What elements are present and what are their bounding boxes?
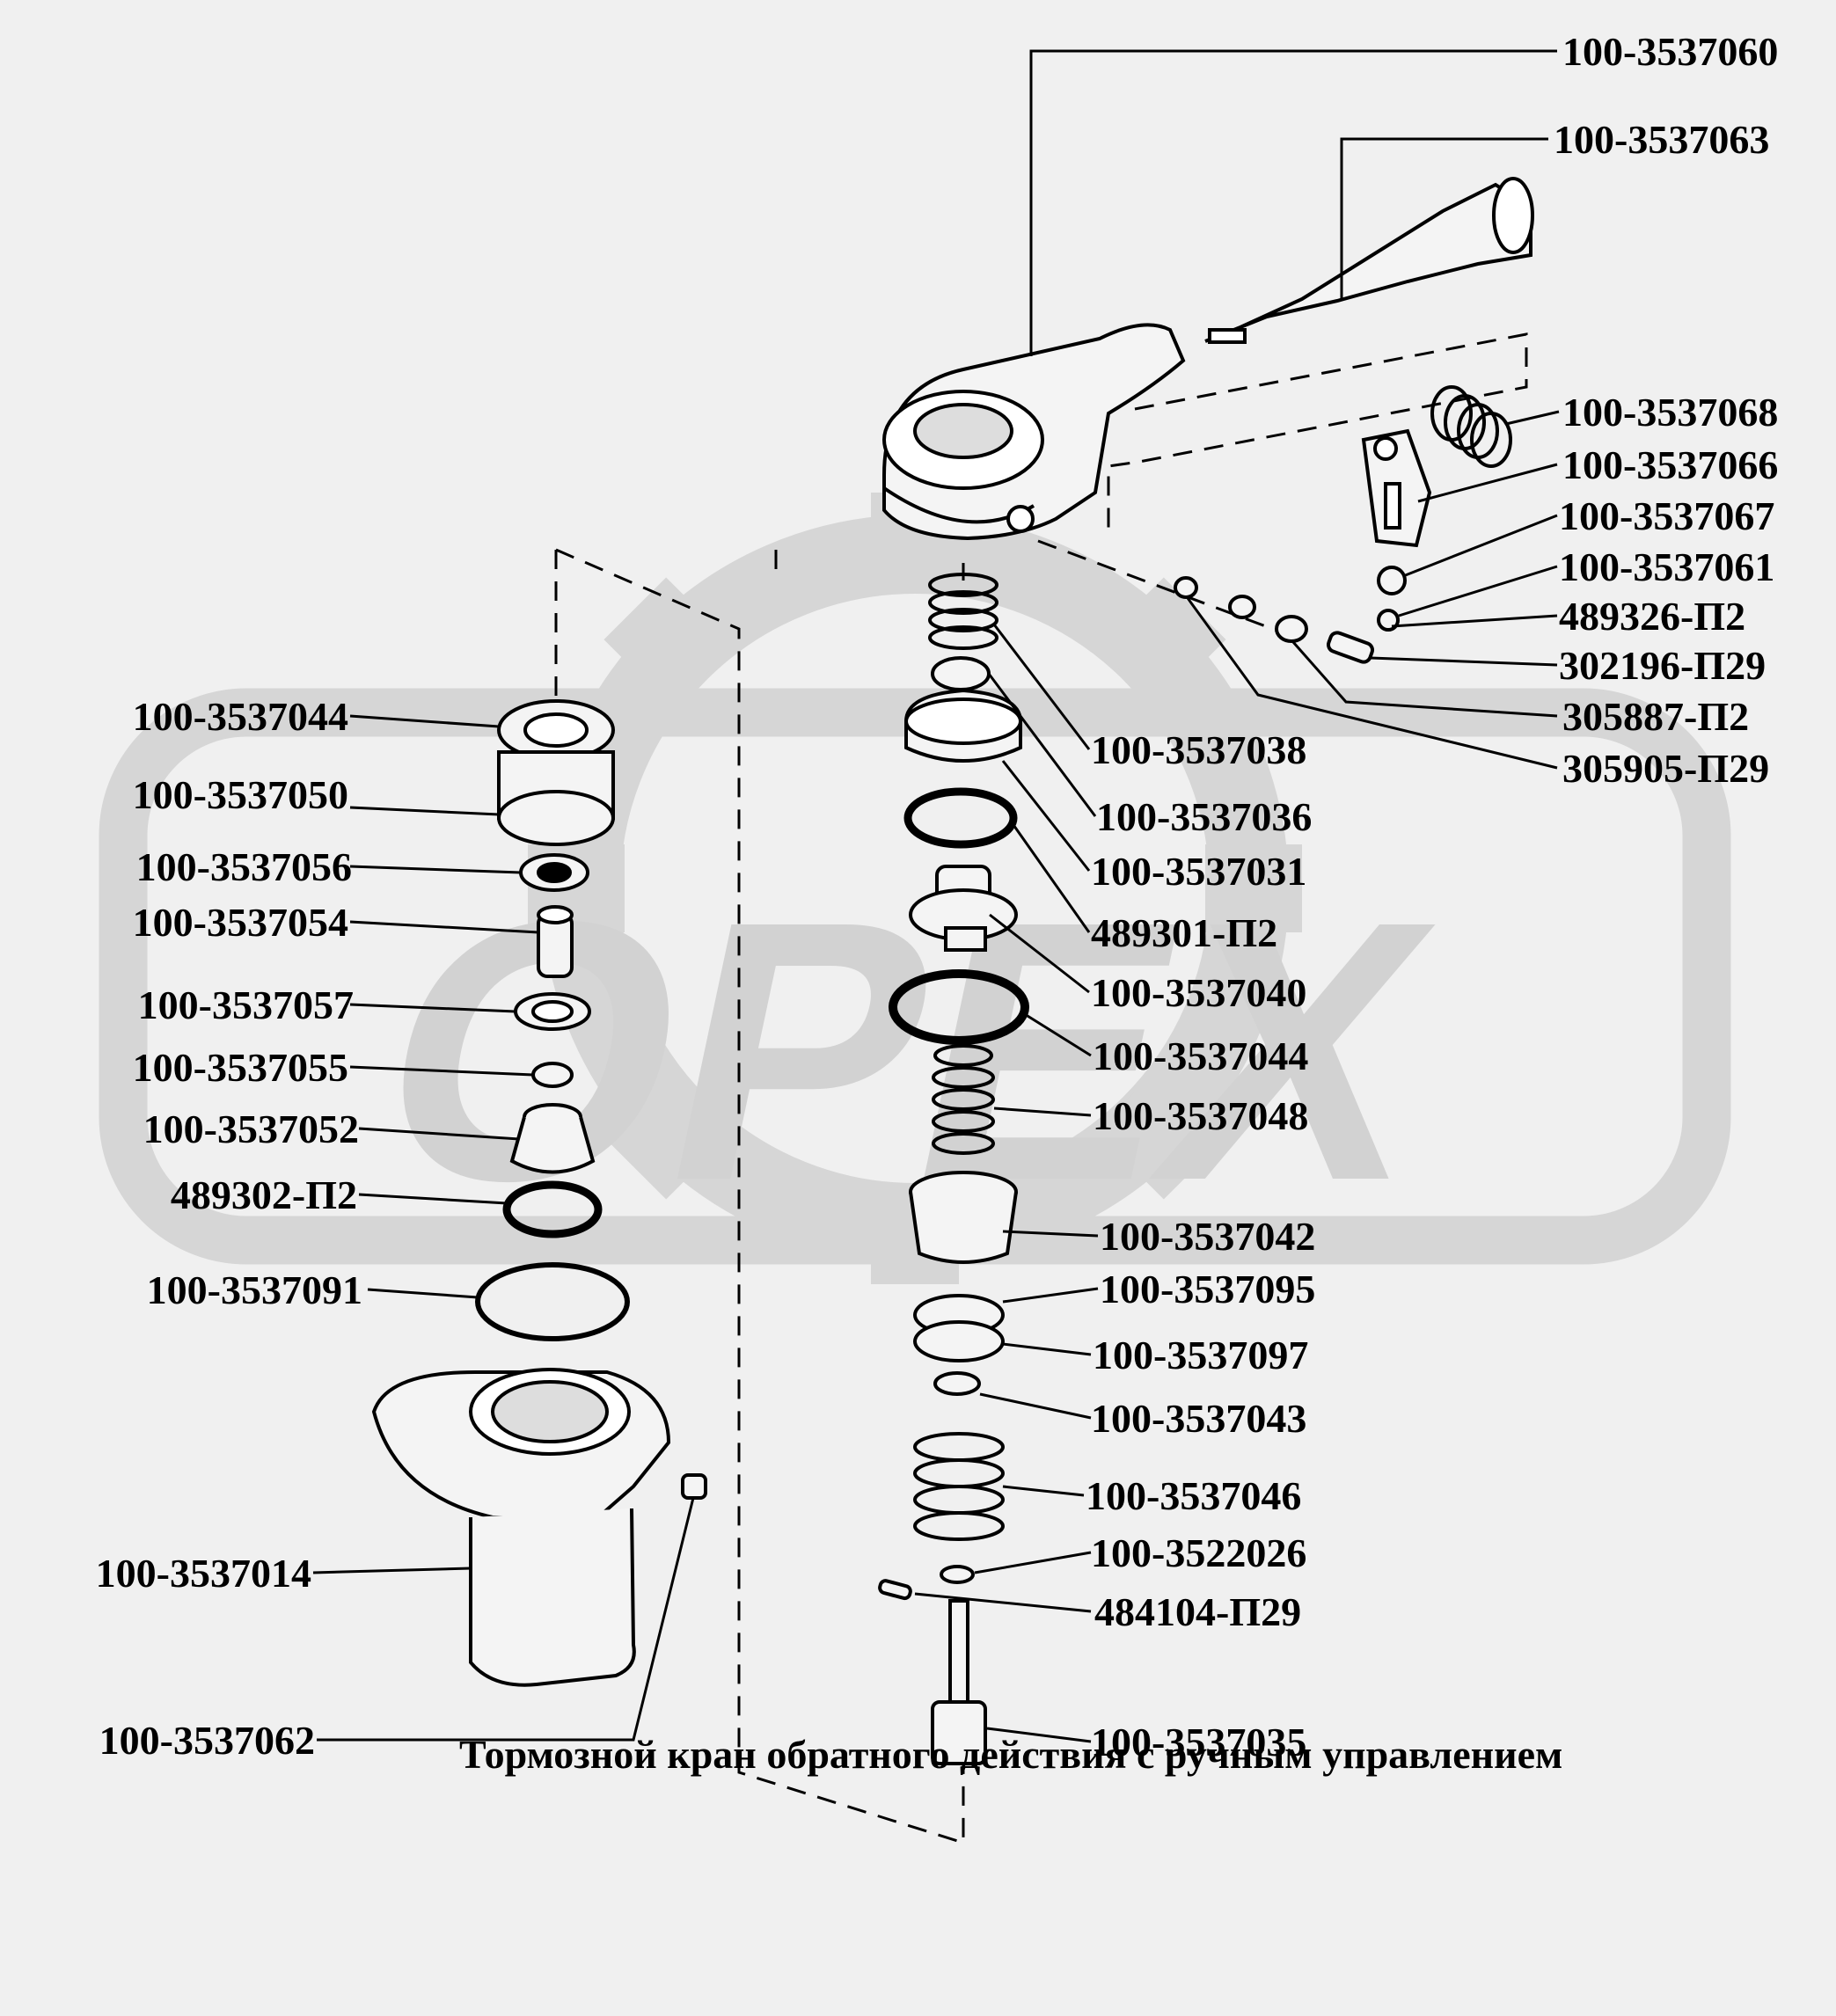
- label-100-3537040: 100-3537040: [1091, 970, 1307, 1015]
- label-100-3537014: 100-3537014: [95, 1551, 311, 1596]
- leader-lines: [312, 49, 1560, 1743]
- label-100-3522026: 100-3522026: [1091, 1530, 1307, 1575]
- label-489326-p2: 489326-П2: [1559, 594, 1746, 639]
- watermark: ОРЕХ: [99, 493, 1731, 1284]
- part-cap-044l: [497, 699, 615, 761]
- label-100-3537057: 100-3537057: [137, 982, 354, 1027]
- label-100-3537067: 100-3537067: [1559, 493, 1775, 538]
- part-piston-031: [904, 688, 1022, 763]
- part-washer-036: [931, 656, 991, 691]
- part-sleeve-054: [537, 905, 574, 978]
- label-100-3537091: 100-3537091: [146, 1267, 362, 1312]
- label-484104-p29: 484104-П29: [1094, 1589, 1302, 1634]
- part-housing-014: [371, 1368, 671, 1687]
- label-100-3537052: 100-3537052: [143, 1107, 359, 1151]
- part-spring-038: [928, 573, 998, 650]
- label-489301-p2: 489301-П2: [1091, 910, 1278, 955]
- part-cap-305887: [1275, 615, 1308, 643]
- label-100-3537042: 100-3537042: [1100, 1214, 1316, 1259]
- label-100-3537060: 100-3537060: [1562, 29, 1779, 74]
- label-100-3537035: 100-3537035: [1091, 1720, 1307, 1764]
- part-cup-042: [909, 1171, 1018, 1264]
- label-100-3537050: 100-3537050: [132, 772, 348, 817]
- part-body-050: [497, 750, 615, 846]
- part-cone-052: [509, 1103, 596, 1174]
- part-seal-097: [913, 1320, 1005, 1362]
- label-305905-p29: 305905-П29: [1562, 746, 1770, 791]
- diagram-caption: Тормозной кран обратного действия с ручн…: [459, 1732, 1563, 1777]
- label-100-3537044-right: 100-3537044: [1093, 1034, 1309, 1078]
- part-pin-062: [681, 1473, 707, 1500]
- label-100-3537055: 100-3537055: [132, 1045, 348, 1090]
- part-link-066: [1361, 428, 1432, 548]
- part-plunger-035: [931, 1599, 987, 1765]
- label-100-3537048: 100-3537048: [1093, 1093, 1309, 1138]
- part-ring-055: [531, 1062, 574, 1088]
- part-spring-068: [1430, 385, 1512, 468]
- part-spring-048: [932, 1044, 995, 1155]
- part-handle: [1204, 177, 1534, 344]
- part-washer-3522026: [940, 1565, 975, 1584]
- label-100-3537056: 100-3537056: [135, 844, 352, 889]
- part-lever-housing: [882, 323, 1186, 541]
- label-100-3537097: 100-3537097: [1093, 1333, 1309, 1377]
- part-valve-040: [909, 865, 1018, 952]
- part-washer-067: [1377, 566, 1407, 595]
- part-bolt-302196: [1326, 631, 1375, 664]
- label-100-3537043: 100-3537043: [1091, 1396, 1307, 1441]
- label-100-3537061: 100-3537061: [1559, 544, 1775, 589]
- label-305887-p2: 305887-П2: [1562, 694, 1750, 739]
- assembly-guides: [554, 332, 1528, 1845]
- label-100-3537054: 100-3537054: [132, 900, 348, 945]
- label-100-3537062: 100-3537062: [99, 1718, 315, 1763]
- right-column-parts: [878, 177, 1534, 1765]
- label-100-3537044-left: 100-3537044: [132, 694, 348, 739]
- label-100-3537068: 100-3537068: [1562, 390, 1779, 435]
- label-302196-p29: 302196-П29: [1559, 643, 1767, 688]
- part-seal-056: [519, 853, 589, 892]
- part-ring-489302: [502, 1180, 603, 1238]
- part-washer-043: [933, 1371, 981, 1396]
- part-ring-small: [1174, 576, 1198, 599]
- part-ring-305905: [1228, 595, 1256, 619]
- label-100-3537046: 100-3537046: [1086, 1473, 1302, 1518]
- label-100-3537031: 100-3537031: [1091, 849, 1307, 894]
- part-pin-484104: [878, 1579, 912, 1601]
- label-100-3537036: 100-3537036: [1096, 794, 1313, 839]
- part-cup-057: [514, 992, 591, 1031]
- left-column-parts: [371, 699, 707, 1687]
- label-100-3537038: 100-3537038: [1091, 727, 1307, 772]
- label-100-3537063: 100-3537063: [1554, 117, 1770, 162]
- part-oring-091: [475, 1262, 630, 1341]
- label-100-3537066: 100-3537066: [1562, 442, 1779, 487]
- part-ring-489301: [903, 787, 1018, 849]
- part-spring-046: [913, 1432, 1005, 1541]
- label-489302-p2: 489302-П2: [170, 1172, 357, 1217]
- label-100-3537095: 100-3537095: [1100, 1267, 1316, 1311]
- part-ring-044r: [889, 969, 1029, 1045]
